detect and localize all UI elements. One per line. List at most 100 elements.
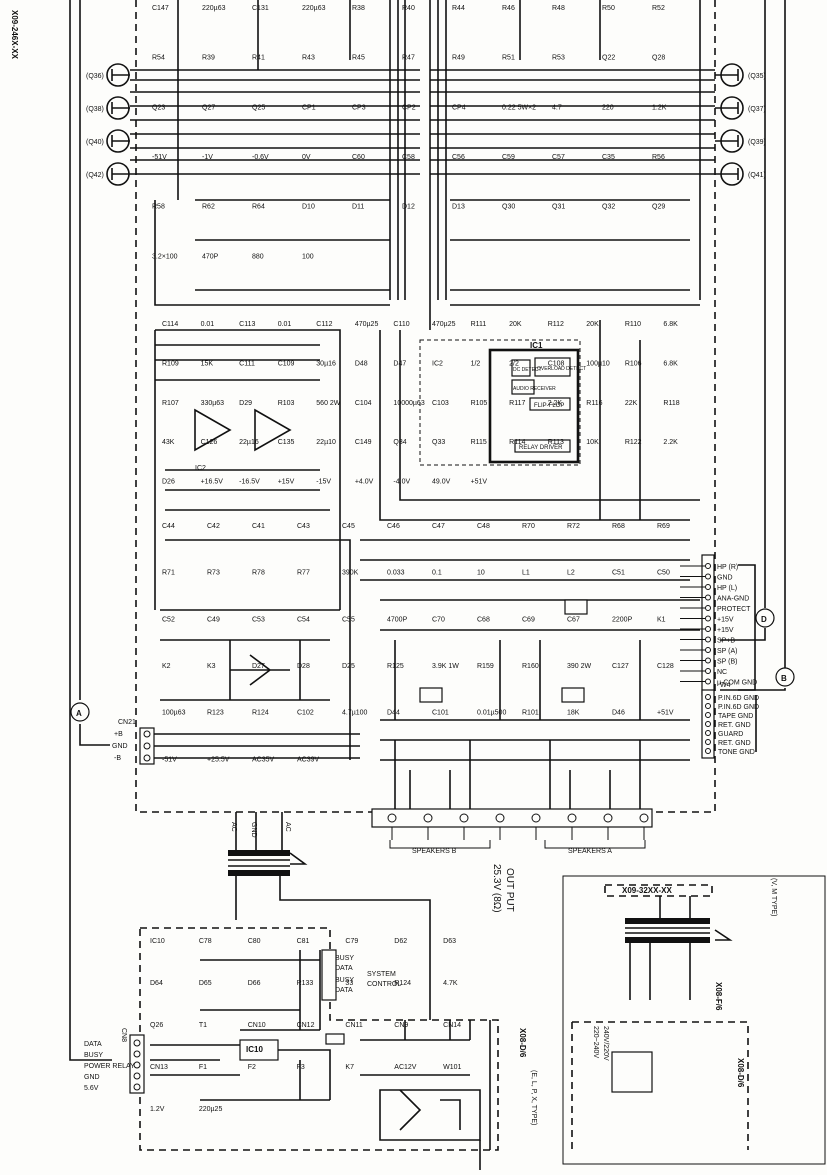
low-component-label-43: R159 — [477, 663, 494, 670]
relay-section — [160, 599, 700, 720]
top-component-label-24: Q25 — [252, 104, 265, 111]
psu-component-label-4: C79 — [345, 938, 358, 945]
mid-component-label-46: 22µ10 — [316, 439, 336, 446]
main-transformer: AC GND AC — [228, 812, 431, 1020]
low-component-label-7: C48 — [477, 523, 490, 530]
low-component-label-48: 100µ63 — [162, 710, 186, 717]
psu-component-label-16: CN10 — [248, 1022, 266, 1029]
mid-component-label-17: C109 — [278, 360, 295, 367]
w4-pin-0 — [705, 694, 711, 700]
w4-name: W4 — [720, 682, 731, 689]
top-component-label-50: D13 — [452, 204, 465, 211]
sub-board-3: X08-D/6 — [736, 1058, 745, 1088]
type-note-lower: (V, M TYPE) — [770, 878, 777, 917]
mid-component-label-48: Q34 — [393, 439, 406, 446]
top-component-label-37: C60 — [352, 154, 365, 161]
sys-busy-2: BUSY — [335, 977, 354, 984]
psu-component-label-29: 220µ25 — [199, 1106, 223, 1113]
mid-component-label-42: 43K — [162, 439, 175, 446]
top-component-label-4: R38 — [352, 5, 365, 12]
low-component-label-8: R70 — [522, 523, 535, 530]
right-connector-label-9: SP (B) — [717, 659, 738, 666]
transistor-left-label-0: (Q36) — [86, 73, 104, 80]
low-component-label-2: C41 — [252, 523, 265, 530]
w4-pin-5 — [705, 739, 711, 745]
mid-component-label-30: D29 — [239, 400, 252, 407]
transistor-right-label-2: (Q39) — [748, 139, 766, 146]
low-component-label-55: 0.01µ500 — [477, 710, 506, 717]
output-note-1: OUT PUT — [504, 868, 515, 912]
psu-component-label-19: CN9 — [394, 1022, 408, 1029]
top-component-label-7: R46 — [502, 5, 515, 12]
cn8-pin-label-3: GND — [84, 1074, 100, 1081]
top-amp-section — [130, 0, 715, 330]
mid-component-label-49: Q33 — [432, 439, 445, 446]
low-component-label-26: C53 — [252, 616, 265, 623]
ic-block-dc: DC DETECT — [513, 367, 542, 373]
vm-transformer: X09-32XX-XX (V, M TYPE) X08-D/6 X08-F/6 … — [592, 878, 777, 1093]
mid-component-label-51: R114 — [509, 439, 525, 446]
low-component-label-20: L1 — [522, 570, 530, 577]
top-component-label-55: 3.2×100 — [152, 253, 178, 260]
mid-component-label-15: 15K — [201, 360, 214, 367]
transistor-right-label-1: (Q37) — [748, 106, 766, 113]
marker-b-label: B — [781, 674, 787, 683]
transistor-left-lead-1 — [111, 102, 130, 114]
left-output-stage: (Q36)(Q38)(Q40)(Q42) — [86, 63, 130, 186]
low-component-label-1: C42 — [207, 523, 220, 530]
mid-component-label-56: D26 — [162, 479, 175, 486]
mid-component-label-11: 20K — [586, 321, 599, 328]
transistor-right-label-3: (Q41) — [748, 172, 766, 179]
right-connector-pin-0 — [705, 563, 711, 569]
low-component-label-58: D46 — [612, 710, 625, 717]
top-component-label-2: C131 — [252, 5, 269, 12]
sys-busy-1: BUSY — [335, 955, 354, 962]
mid-component-label-2: C113 — [239, 321, 255, 328]
mid-component-label-19: D48 — [355, 360, 368, 367]
mid-component-label-32: 560 2W — [316, 400, 341, 407]
top-component-label-38: C58 — [402, 154, 415, 161]
low-component-label-27: C54 — [297, 616, 310, 623]
mid-component-label-59: +15V — [278, 479, 295, 486]
sub-board-1: X08-D/6 — [518, 1028, 527, 1058]
right-connector-pin-8 — [705, 647, 711, 653]
mid-component-label-63: 49.0V — [432, 479, 451, 486]
cn8-name: CN8 — [120, 1028, 127, 1042]
top-component-label-5: R40 — [402, 5, 415, 12]
mid-component-label-45: C135 — [278, 439, 295, 446]
transistor-right-label-0: (Q35) — [748, 73, 766, 80]
low-component-label-15: R77 — [297, 570, 310, 577]
top-component-label-36: 0V — [302, 154, 311, 161]
top-component-label-58: 100 — [302, 253, 314, 260]
top-component-label-6: R44 — [452, 5, 465, 12]
psu-component-label-13: 4.7K — [443, 980, 458, 987]
tap-ac-1: AC — [230, 822, 237, 832]
w4-pin-label-2: TAPE GND — [718, 713, 753, 720]
speaker-terminal-1 — [423, 813, 433, 823]
top-component-label-41: C57 — [552, 154, 565, 161]
psu-component-label-12: R124 — [394, 980, 411, 987]
low-component-label-5: C46 — [387, 523, 400, 530]
marker-a-label: A — [76, 709, 82, 718]
transistor-left-label-2: (Q40) — [86, 139, 104, 146]
low-component-label-30: C70 — [432, 616, 445, 623]
mid-component-label-14: R109 — [162, 360, 179, 367]
low-component-label-53: D44 — [387, 710, 400, 717]
mid-component-label-43: C126 — [201, 439, 218, 446]
mid-component-label-44: 22µ16 — [239, 439, 259, 446]
ic-block-overload: OVERLOAD DETECT — [537, 366, 586, 372]
board-id-bottom: X09-32XX-XX — [622, 886, 672, 895]
tap-gnd: GND — [250, 822, 257, 838]
mid-component-label-16: C111 — [239, 360, 255, 367]
psu-component-label-3: C81 — [297, 938, 310, 945]
w4-pin-label-3: RET. GND — [718, 722, 751, 729]
marker-d-label: D — [761, 615, 767, 624]
right-connector-pin-2 — [705, 584, 711, 590]
low-component-label-37: K3 — [207, 663, 216, 670]
cn8-pin-label-4: 5.6V — [84, 1085, 99, 1092]
top-component-label-12: R39 — [202, 55, 215, 62]
cn21-pin-2: GND — [112, 743, 128, 750]
mid-component-label-50: R115 — [471, 439, 487, 446]
